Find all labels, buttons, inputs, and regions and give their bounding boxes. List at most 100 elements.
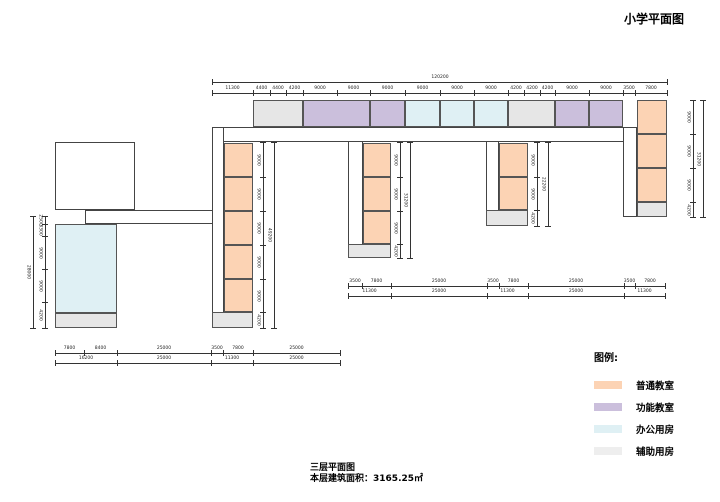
dimension-label: 7800 — [232, 346, 244, 351]
dimension-tick — [260, 328, 266, 329]
dimension-tick — [211, 360, 212, 366]
dimension-tick — [286, 90, 287, 96]
classroom — [224, 245, 253, 279]
drawing-title: 小学平面图 — [624, 12, 685, 26]
classroom — [363, 177, 391, 211]
dimension-line — [400, 142, 401, 258]
dimension-tick — [117, 350, 118, 356]
dimension-tick — [348, 293, 349, 299]
dimension-tick — [42, 269, 48, 270]
floor-name: 三层平面图 — [310, 463, 356, 473]
dimension-tick — [545, 142, 551, 143]
legend-label: 办公用房 — [636, 425, 675, 436]
dimension-label: 9000 — [381, 86, 394, 91]
dimension-label: 9000 — [600, 86, 612, 91]
legend-item-office: 办公用房 — [594, 418, 674, 440]
classroom — [499, 143, 528, 177]
dimension-label: 9000 — [37, 246, 43, 259]
dimension-line — [548, 142, 549, 226]
dimension-tick — [623, 90, 624, 96]
dimension-label: 4200 — [526, 86, 538, 91]
dimension-tick — [665, 283, 666, 289]
dimension-tick — [555, 90, 556, 96]
dimension-tick — [260, 177, 266, 178]
dimension-tick — [534, 177, 540, 178]
dimension-tick — [397, 244, 403, 245]
dimension-label: 25000 — [568, 279, 584, 284]
dimension-label: 4200 — [685, 203, 691, 216]
office-room — [405, 100, 440, 127]
dimension-label: 7800 — [63, 346, 76, 351]
legend-item-function: 功能教室 — [594, 396, 674, 418]
open-area — [55, 142, 135, 210]
dimension-label: 7800 — [645, 86, 657, 91]
dimension-label: 9000 — [255, 188, 261, 200]
dimension-label: 7800 — [644, 279, 656, 284]
dimension-label: 31200 — [695, 151, 701, 166]
dimension-tick — [405, 90, 406, 96]
dimension-label: 25000 — [289, 346, 304, 351]
dimension-tick — [391, 293, 392, 299]
stair-room — [55, 313, 117, 328]
dimension-label: 25000 — [431, 289, 447, 294]
dimension-label: 3300 — [37, 224, 43, 236]
dimension-tick — [397, 177, 403, 178]
dimension-tick — [260, 142, 266, 143]
swatch — [594, 381, 622, 389]
dimension-label: 9000 — [451, 86, 463, 91]
dimension-label: 4400 — [255, 86, 268, 91]
area-value: 3165.25㎡ — [373, 474, 424, 484]
dimension-label: 4200 — [529, 212, 535, 224]
office-room — [474, 100, 508, 127]
swatch — [594, 425, 622, 433]
office-room — [440, 100, 474, 127]
legend-label: 功能教室 — [636, 403, 675, 414]
dimension-label: 9000 — [529, 187, 535, 200]
dimension-label: 4200 — [510, 86, 522, 91]
dimension-tick — [690, 134, 696, 135]
legend-item-classroom: 普通教室 — [594, 374, 674, 396]
dimension-label: 4400 — [272, 86, 284, 91]
dimension-line — [212, 82, 667, 83]
dimension-line — [274, 142, 275, 328]
dimension-tick — [589, 90, 590, 96]
dimension-line — [33, 216, 34, 328]
dimension-tick — [270, 90, 271, 96]
dimension-label: 4200 — [392, 245, 398, 257]
dimension-label: 25000 — [156, 356, 172, 361]
classroom — [224, 211, 253, 245]
dimension-label: 9000 — [685, 111, 691, 123]
dimension-label: 9000 — [416, 86, 429, 91]
dimension-label: 11300 — [224, 356, 240, 361]
dimension-label: 11300 — [225, 86, 240, 91]
dimension-tick — [397, 142, 403, 143]
classroom — [637, 100, 667, 134]
dimension-label: 3500 — [623, 279, 636, 284]
dimension-tick — [271, 142, 277, 143]
dimension-line — [55, 363, 340, 364]
dimension-line — [410, 142, 411, 258]
dimension-line — [348, 296, 665, 297]
dimension-tick — [340, 360, 341, 366]
dimension-tick — [30, 216, 36, 217]
dimension-label: 11300 — [500, 289, 515, 294]
dimension-tick — [635, 90, 636, 96]
legend-label: 辅助用房 — [636, 447, 675, 458]
dimension-tick — [260, 312, 266, 313]
dimension-label: 3500 — [623, 86, 635, 91]
link-corridor — [85, 210, 215, 224]
dimension-tick — [440, 90, 441, 96]
stair-room — [253, 100, 303, 127]
dimension-tick — [212, 79, 213, 85]
dimension-label: 3500 — [349, 279, 361, 284]
dimension-tick — [340, 350, 341, 356]
legend-item-auxiliary: 辅助用房 — [594, 440, 674, 462]
dimension-tick — [690, 100, 696, 101]
dimension-tick — [337, 90, 338, 96]
classroom — [637, 168, 667, 202]
dimension-tick — [42, 224, 48, 225]
dimension-tick — [42, 236, 48, 237]
dimension-label: 25000 — [568, 289, 584, 294]
dimension-tick — [253, 360, 254, 366]
dimension-tick — [540, 90, 541, 96]
